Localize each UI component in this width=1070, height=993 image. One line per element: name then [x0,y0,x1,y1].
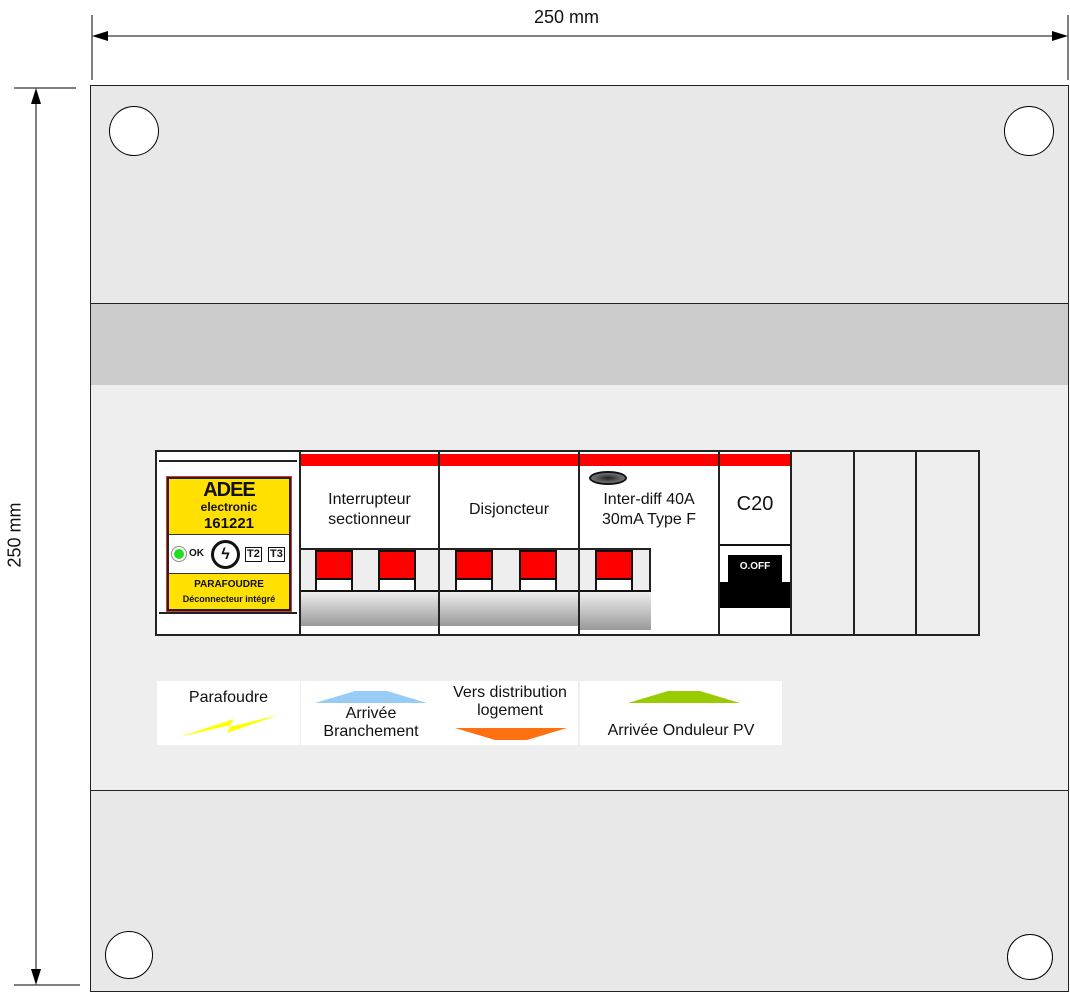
screw-hole [109,106,159,156]
height-dimension: 250 mm [4,498,25,572]
rcd-label-1: Inter-diff 40A [603,491,695,508]
legend-pv: Arrivée Onduleur PV [580,681,782,745]
arrow-down-orange-icon [455,728,567,740]
screw-hole [1004,106,1054,156]
toggle-lever[interactable] [595,550,633,592]
rcd-label-2: 30mA Type F [602,511,696,528]
ok-label: OK [189,548,204,559]
screw-hole [105,931,153,979]
toggle-lever[interactable] [315,550,353,592]
blank-module [915,450,980,636]
toggle-lever[interactable] [455,550,493,592]
t3-badge: T3 [268,547,285,562]
arrow-up-green-icon [628,691,740,703]
legend-distribution-1: Vers distribution [453,684,567,701]
legend-incoming-1: Arrivée [345,705,397,722]
isolating-switch-module[interactable]: Interrupteur sectionneur [299,450,440,636]
header-band [90,303,1069,385]
c20-breaker-module[interactable]: C20 O.OFF [718,450,792,636]
test-button-icon[interactable] [589,471,627,485]
lightning-icon: ϟ [211,540,240,569]
legend-surge: Parafoudre [157,681,300,745]
brand-sub: electronic [200,500,258,514]
legend-incoming-2: Branchement [323,723,419,740]
t2-badge: T2 [245,547,262,562]
surge-desc: Déconnecteur intégré [182,594,276,604]
rcd-module[interactable]: Inter-diff 40A 30mA Type F [578,450,720,636]
top-cover [90,85,1069,304]
blank-module [853,450,917,636]
legend-incoming-distribution: Arrivée Branchement Vers distribution lo… [301,681,578,745]
switch-label-1: Interrupteur [328,491,411,508]
brand-logo: ADEE [203,479,256,501]
c20-off-toggle[interactable]: O.OFF [728,555,782,582]
legend-pv-label: Arrivée Onduleur PV [607,722,755,739]
arrow-up-blue-icon [315,691,427,703]
toggle-lever[interactable] [519,550,557,592]
surge-name: PARAFOUDRE [194,579,264,590]
model-number: 161221 [203,515,255,532]
width-dimension: 250 mm [530,7,604,27]
lightning-bolt-icon [179,715,279,737]
surge-protector-module[interactable]: ADEE electronic 161221 OK ϟ T2 T3 PARAFO… [155,450,301,636]
ok-led-icon [174,549,184,559]
switch-label-2: sectionneur [328,511,411,528]
screw-hole [1007,934,1053,980]
bottom-cover [90,790,1069,992]
blank-module [790,450,855,636]
circuit-breaker-module[interactable]: Disjoncteur [438,450,580,636]
c20-label: C20 [736,493,774,515]
breaker-label: Disjoncteur [468,501,550,518]
legend-surge-label: Parafoudre [188,689,269,706]
legend-distribution-2: logement [477,702,543,719]
toggle-lever[interactable] [378,550,416,592]
